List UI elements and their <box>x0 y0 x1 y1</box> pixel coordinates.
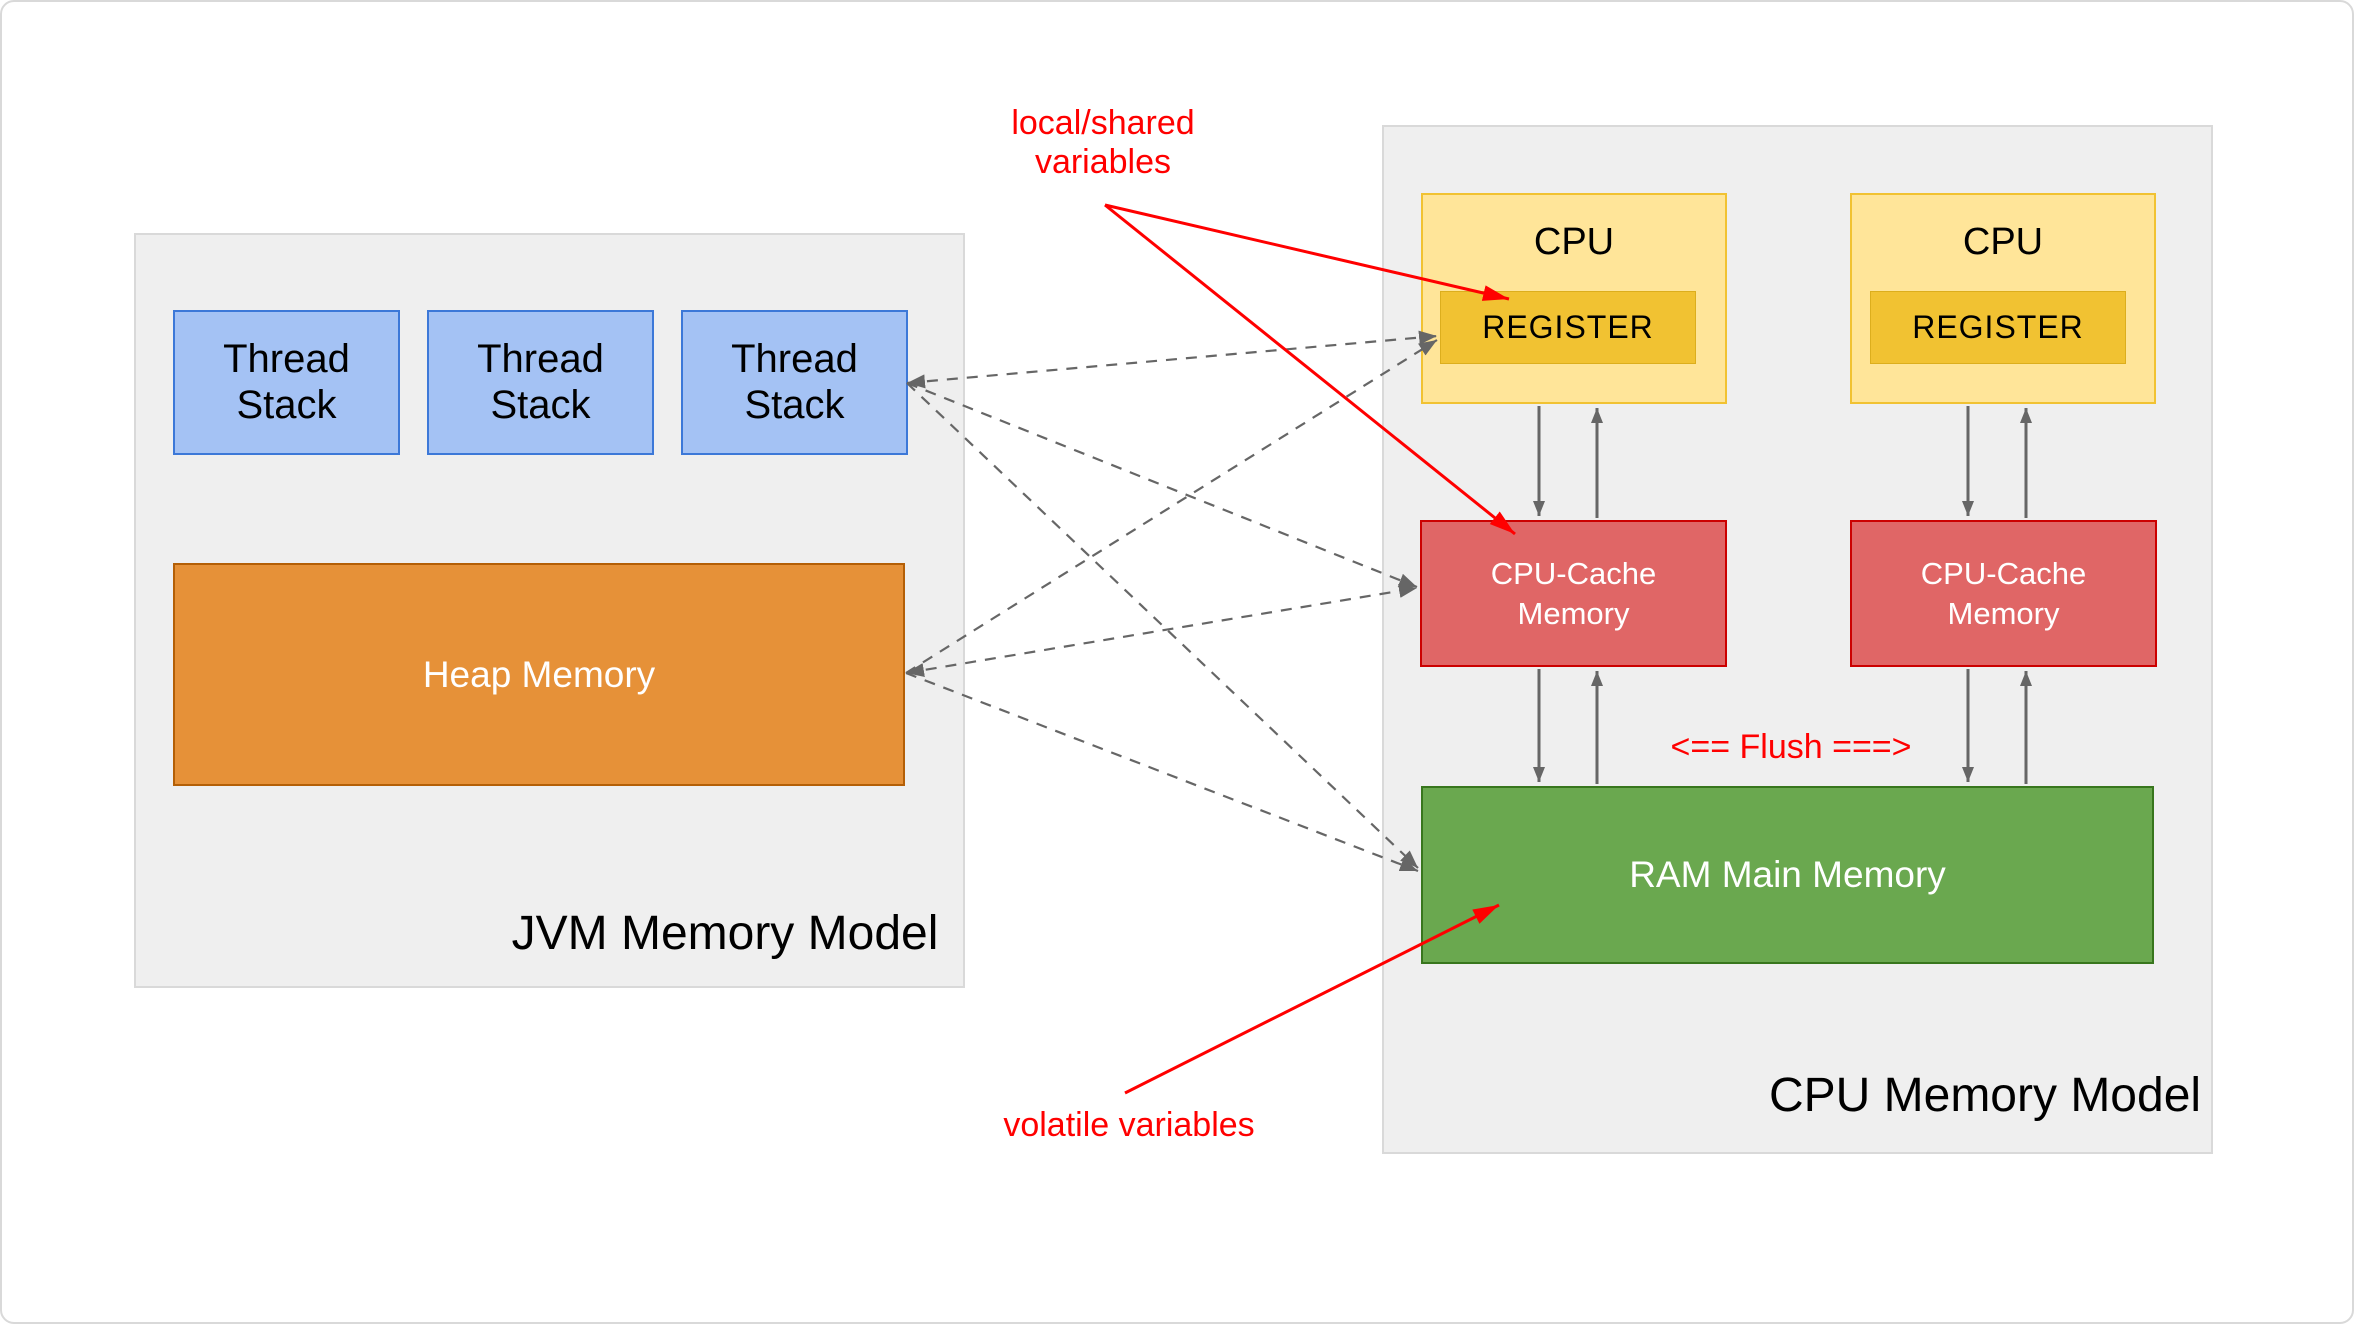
dashed-arrow-heap-ram <box>905 671 1419 873</box>
dashed-arrow-heap-cache <box>905 584 1418 677</box>
register-box-2: REGISTER <box>1870 291 2126 364</box>
thread-stack-label-1: Thread Stack <box>223 337 350 427</box>
thread-stack-label-3: Thread Stack <box>731 337 858 427</box>
cpu-cache-box-1: CPU-Cache Memory <box>1420 520 1727 667</box>
cpu-panel-title: CPU Memory Model <box>1768 1069 2202 1122</box>
register-box-1: REGISTER <box>1440 291 1696 364</box>
ram-main-memory-label: RAM Main Memory <box>1629 854 1946 895</box>
flush-note: <== Flush ===> <box>1670 728 1912 766</box>
heap-memory-label: Heap Memory <box>422 653 656 695</box>
register-label-1: REGISTER <box>1482 309 1654 345</box>
cpu-cache-box-2: CPU-Cache Memory <box>1850 520 2157 667</box>
cpu-cache-label-1: CPU-Cache Memory <box>1490 555 1657 631</box>
cpu-cache-label-2: CPU-Cache Memory <box>1920 555 2087 631</box>
jvm-panel-title: JVM Memory Model <box>511 907 939 960</box>
heap-memory-box: Heap Memory <box>173 563 905 786</box>
thread-stack-label-2: Thread Stack <box>477 337 604 427</box>
thread-stack-box-3: Thread Stack <box>681 310 908 455</box>
cpu-label-2: CPU <box>1962 221 2044 263</box>
dashed-arrow-threadstack-register <box>906 330 1438 389</box>
cpu-label-1: CPU <box>1533 221 1615 263</box>
register-label-2: REGISTER <box>1912 309 2084 345</box>
ram-main-memory-box: RAM Main Memory <box>1421 786 2154 964</box>
dashed-arrow-heap-register <box>905 339 1438 674</box>
dashed-arrow-threadstack-ram <box>906 382 1419 869</box>
thread-stack-box-2: Thread Stack <box>427 310 654 455</box>
thread-stack-box-1: Thread Stack <box>173 310 400 455</box>
dashed-arrow-threadstack-cache <box>906 381 1418 589</box>
volatile-variables-note: volatile variables <box>1003 1106 1255 1144</box>
local-shared-variables-note: local/shared variables <box>1011 104 1195 181</box>
